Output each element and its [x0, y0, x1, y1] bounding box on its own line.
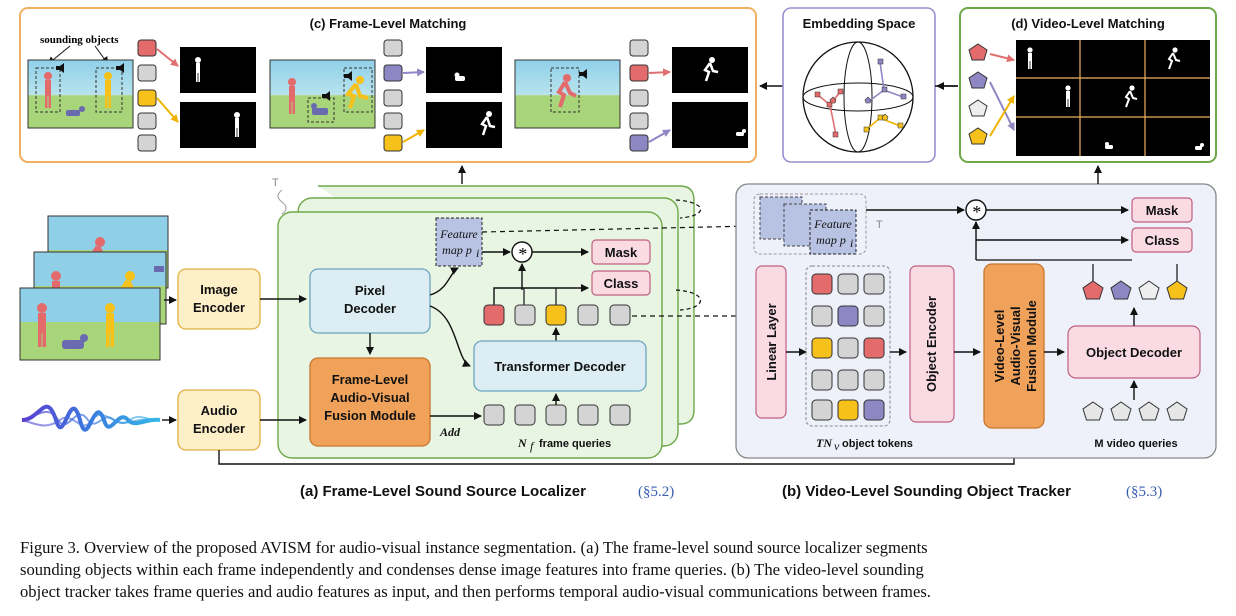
feature-map-b-line2: map p	[816, 233, 846, 247]
object-decoder: Object Decoder	[1086, 345, 1182, 360]
panel-a-ref: (§5.2)	[638, 484, 674, 500]
frame-image-1	[27, 59, 134, 129]
frame-image-2	[269, 59, 376, 129]
feature-map-b-line1: Feature	[813, 217, 852, 231]
video-mask-grid	[1016, 40, 1210, 156]
video-queries-input	[1082, 401, 1188, 421]
frame-image-3	[514, 59, 621, 129]
mask-output-2a	[426, 47, 502, 93]
sounding-objects-label: sounding objects	[40, 34, 119, 46]
class-label-b: Class	[1145, 233, 1180, 248]
transformer-decoder: Transformer Decoder	[494, 359, 626, 374]
panel-d-title: (d) Video-Level Matching	[1011, 16, 1165, 31]
frame-queries-sub: f	[530, 439, 535, 453]
embedding-title: Embedding Space	[803, 16, 916, 31]
panel-embedding-space: Embedding Space	[782, 7, 936, 163]
video-queries-label: M video queries	[1094, 438, 1177, 450]
query-row-top	[483, 304, 631, 326]
caption-line-1: Figure 3. Overview of the proposed AVISM…	[20, 538, 928, 557]
pixel-decoder-line1: Pixel	[355, 283, 385, 298]
linear-layer: Linear Layer	[764, 303, 779, 380]
panel-a-title: (a) Frame-Level Sound Source Localizer	[300, 483, 586, 500]
mask-output-1a	[180, 47, 256, 93]
t-label-b: T	[876, 219, 883, 231]
video-fusion-line1: Video-Level	[992, 310, 1007, 383]
class-label-a: Class	[604, 276, 639, 291]
frame-queries-1	[137, 39, 157, 152]
star-operator-b: *	[972, 202, 981, 222]
fusion-module-line1: Frame-Level	[332, 372, 409, 387]
caption-line-2: sounding objects within each frame indep…	[20, 560, 924, 579]
star-operator-a: *	[518, 244, 527, 264]
t-label-a: T	[272, 177, 279, 189]
object-tokens-sub: v	[834, 439, 840, 453]
audio-encoder-line1: Audio	[201, 403, 238, 418]
mask-label-a: Mask	[605, 245, 638, 260]
panel-b-title: (b) Video-Level Sounding Object Tracker	[782, 483, 1071, 500]
panel-frame-level-localizer: T Image Encoder Audio Encoder Pixel Deco…	[19, 177, 695, 459]
feature-map-line1: Feature	[439, 227, 478, 241]
frame-queries-row	[483, 404, 631, 426]
frame-queries-3	[629, 39, 649, 152]
mask-output-1b	[180, 102, 256, 148]
audio-encoder-line2: Encoder	[193, 421, 245, 436]
panel-b-ref: (§5.3)	[1126, 484, 1162, 500]
object-token-grid	[811, 273, 885, 421]
mask-label-b: Mask	[1146, 203, 1179, 218]
mask-output-3a	[672, 47, 748, 93]
fusion-module-line3: Fusion Module	[324, 408, 416, 423]
feature-map-b-sub: i	[850, 236, 853, 250]
panel-c-title: (c) Frame-Level Matching	[310, 16, 467, 31]
panel-frame-level-matching: (c) Frame-Level Matching sounding object…	[19, 7, 757, 163]
video-fusion-line3: Fusion Module	[1024, 300, 1039, 392]
image-encoder-line2: Encoder	[193, 300, 245, 315]
frame-queries-n: N	[517, 436, 528, 450]
caption-line-3: object tracker takes frame queries and a…	[20, 582, 931, 601]
audio-waveform	[21, 404, 161, 432]
object-tokens-label: object tokens	[842, 438, 913, 450]
video-queries-d	[968, 43, 988, 145]
video-fusion-line2: Audio-Visual	[1008, 306, 1023, 385]
add-label: Add	[439, 425, 461, 439]
input-frames	[19, 215, 169, 361]
feature-map-sub: i	[476, 246, 479, 260]
panel-video-level-matching: (d) Video-Level Matching	[959, 7, 1217, 163]
pixel-decoder-line2: Decoder	[344, 301, 396, 316]
embedding-sphere	[802, 41, 914, 153]
image-encoder-line1: Image	[200, 282, 238, 297]
frame-queries-label: frame queries	[539, 438, 611, 450]
mask-output-3b	[672, 102, 748, 148]
mask-output-2b	[426, 102, 502, 148]
fusion-module-line2: Audio-Visual	[330, 390, 409, 405]
frame-queries-2	[383, 39, 403, 152]
object-encoder: Object Encoder	[924, 296, 939, 392]
feature-map-line2: map p	[442, 243, 472, 257]
object-tokens-prefix: TN	[816, 436, 833, 450]
panel-video-level-tracker: Feature map p i T * Mask Class Linear La…	[735, 183, 1217, 459]
figure-caption: Figure 3. Overview of the proposed AVISM…	[20, 537, 1220, 603]
video-queries-output	[1082, 280, 1188, 300]
